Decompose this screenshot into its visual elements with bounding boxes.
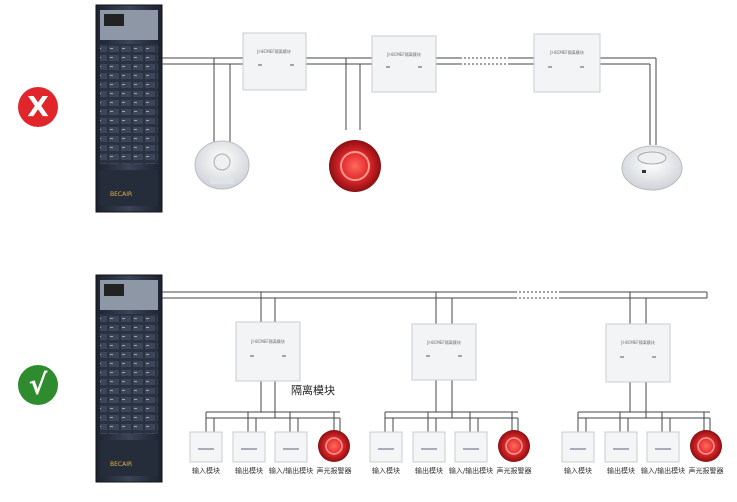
sound-light-alarm-icon <box>329 140 381 192</box>
input-module-label: 输入模块 <box>564 467 592 475</box>
isolation-module-caption: 隔离模块 <box>291 384 335 397</box>
bottom-isolation-module: JI-8CMEF隔离模块 <box>235 321 301 382</box>
sound-light-alarm-label: 声光报警器 <box>688 467 724 475</box>
sound-light-alarm-icon <box>318 430 350 462</box>
top-isolation-module: JI-8CMEF隔离模块 <box>533 33 601 93</box>
incorrect-x-icon: X <box>18 87 58 127</box>
cabinet-brand: BECAIR <box>110 461 132 468</box>
input-module-icon <box>561 431 595 463</box>
svg-text:JI-8CMEF隔离模块: JI-8CMEF隔离模块 <box>250 338 284 344</box>
sound-light-alarm-icon <box>690 430 722 462</box>
svg-text:JI-8CMEF隔离模块: JI-8CMEF隔离模块 <box>426 339 460 345</box>
top-isolation-module: JI-8CMEF隔离模块 <box>371 35 437 93</box>
sound-light-alarm-icon <box>498 430 530 462</box>
cabinet-brand: BECAIR <box>110 191 132 198</box>
output-module-label: 输出模块 <box>607 467 635 475</box>
input-output-module-label: 输入/输出模块 <box>640 467 686 475</box>
bottom-cabinet: BECAIR <box>95 274 163 483</box>
input-output-module-icon <box>274 431 308 463</box>
top-cabinet: BECAIR <box>95 4 163 213</box>
smoke-detector-icon <box>621 145 683 191</box>
svg-text:JI-8CMEF隔离模块: JI-8CMEF隔离模块 <box>549 49 583 55</box>
output-module-label: 输出模块 <box>415 467 443 475</box>
input-module-icon <box>369 431 403 463</box>
correct-check-icon: √ <box>18 365 58 405</box>
output-module-icon <box>412 431 446 463</box>
input-output-module-label: 输入/输出模块 <box>268 467 314 475</box>
input-output-module-icon <box>646 431 680 463</box>
svg-text:JI-8CMEF隔离模块: JI-8CMEF隔离模块 <box>256 48 290 54</box>
top-isolation-module: JI-8CMEF隔离模块 <box>242 32 307 91</box>
svg-text:JI-8CMEF隔离模块: JI-8CMEF隔离模块 <box>386 51 420 57</box>
input-output-module-icon <box>454 431 488 463</box>
sound-light-alarm-label: 声光报警器 <box>496 467 532 475</box>
input-output-module-label: 输入/输出模块 <box>448 467 494 475</box>
input-module-label: 输入模块 <box>192 467 220 475</box>
bottom-isolation-module: JI-8CMEF隔离模块 <box>411 323 477 381</box>
output-module-icon <box>604 431 638 463</box>
smoke-detector-icon <box>194 140 250 190</box>
output-module-icon <box>232 431 266 463</box>
input-module-label: 输入模块 <box>372 467 400 475</box>
sound-light-alarm-label: 声光报警器 <box>316 467 352 475</box>
input-module-icon <box>189 431 223 463</box>
bottom-isolation-module: JI-8CMEF隔离模块 <box>605 323 671 383</box>
output-module-label: 输出模块 <box>235 467 263 475</box>
svg-text:JI-8CMEF隔离模块: JI-8CMEF隔离模块 <box>620 339 654 345</box>
